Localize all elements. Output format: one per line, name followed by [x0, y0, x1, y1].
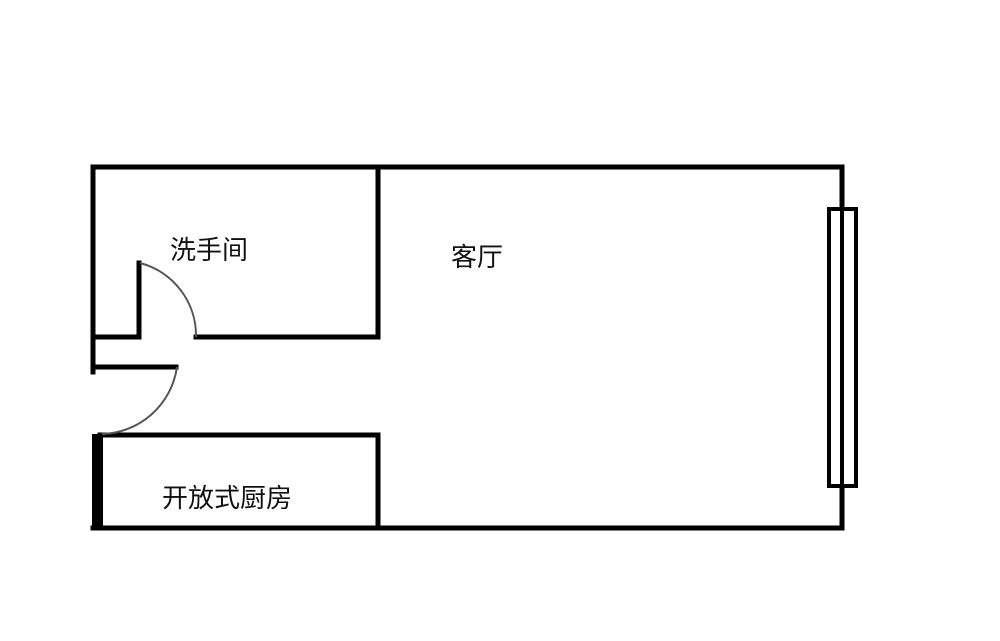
outer-wall-top-right-bottom: [90, 164, 845, 531]
room-label-bathroom: 洗手间: [170, 236, 248, 266]
window: [827, 207, 858, 488]
bathroom-door-swing-arc: [139, 262, 198, 338]
room-label-living-room: 客厅: [451, 243, 503, 273]
kitchen-left-wall-thick: [92, 434, 103, 530]
entrance-door-swing-arc: [101, 366, 178, 435]
room-label-kitchen: 开放式厨房: [162, 484, 292, 514]
